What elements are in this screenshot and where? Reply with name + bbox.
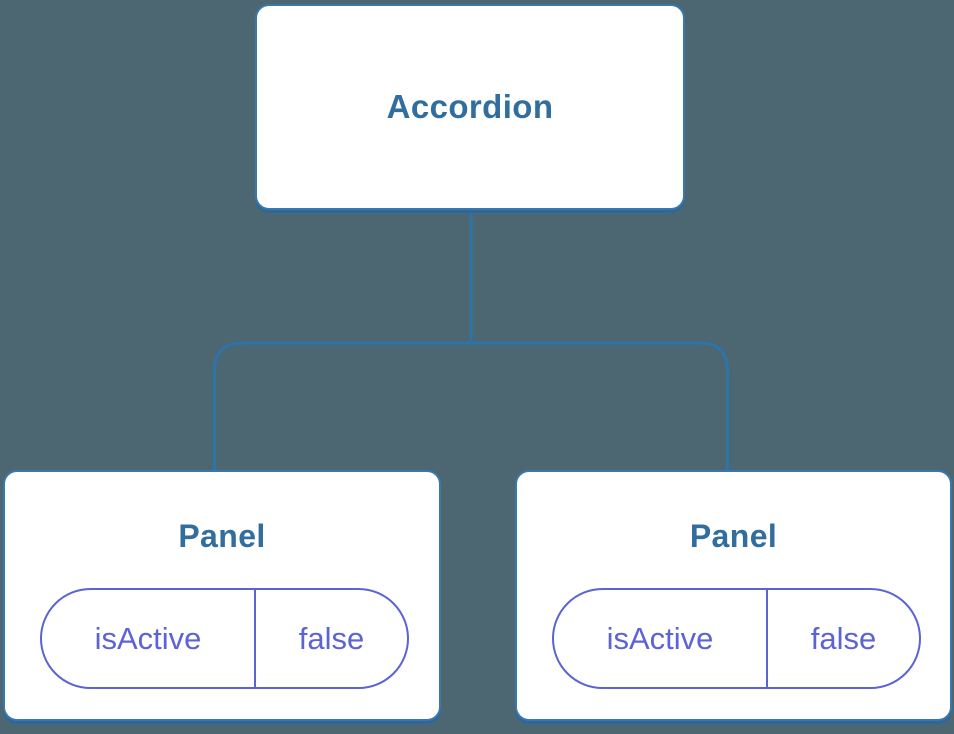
connector-branch-bracket	[213, 341, 729, 471]
node-panel-left: Panel isActive false	[3, 470, 441, 721]
node-accordion: Accordion	[255, 4, 685, 210]
prop-name: isActive	[554, 590, 768, 687]
node-panel-left-label: Panel	[178, 518, 266, 554]
prop-pill-isactive: isActive false	[40, 588, 409, 689]
prop-pill-isactive: isActive false	[552, 588, 921, 689]
node-panel-right-label: Panel	[689, 518, 778, 554]
prop-name: isActive	[42, 590, 256, 687]
prop-value: false	[810, 620, 877, 656]
prop-value: false	[298, 620, 365, 656]
node-accordion-label: Accordion	[386, 88, 554, 125]
node-panel-right: Panel isActive false	[515, 470, 952, 721]
